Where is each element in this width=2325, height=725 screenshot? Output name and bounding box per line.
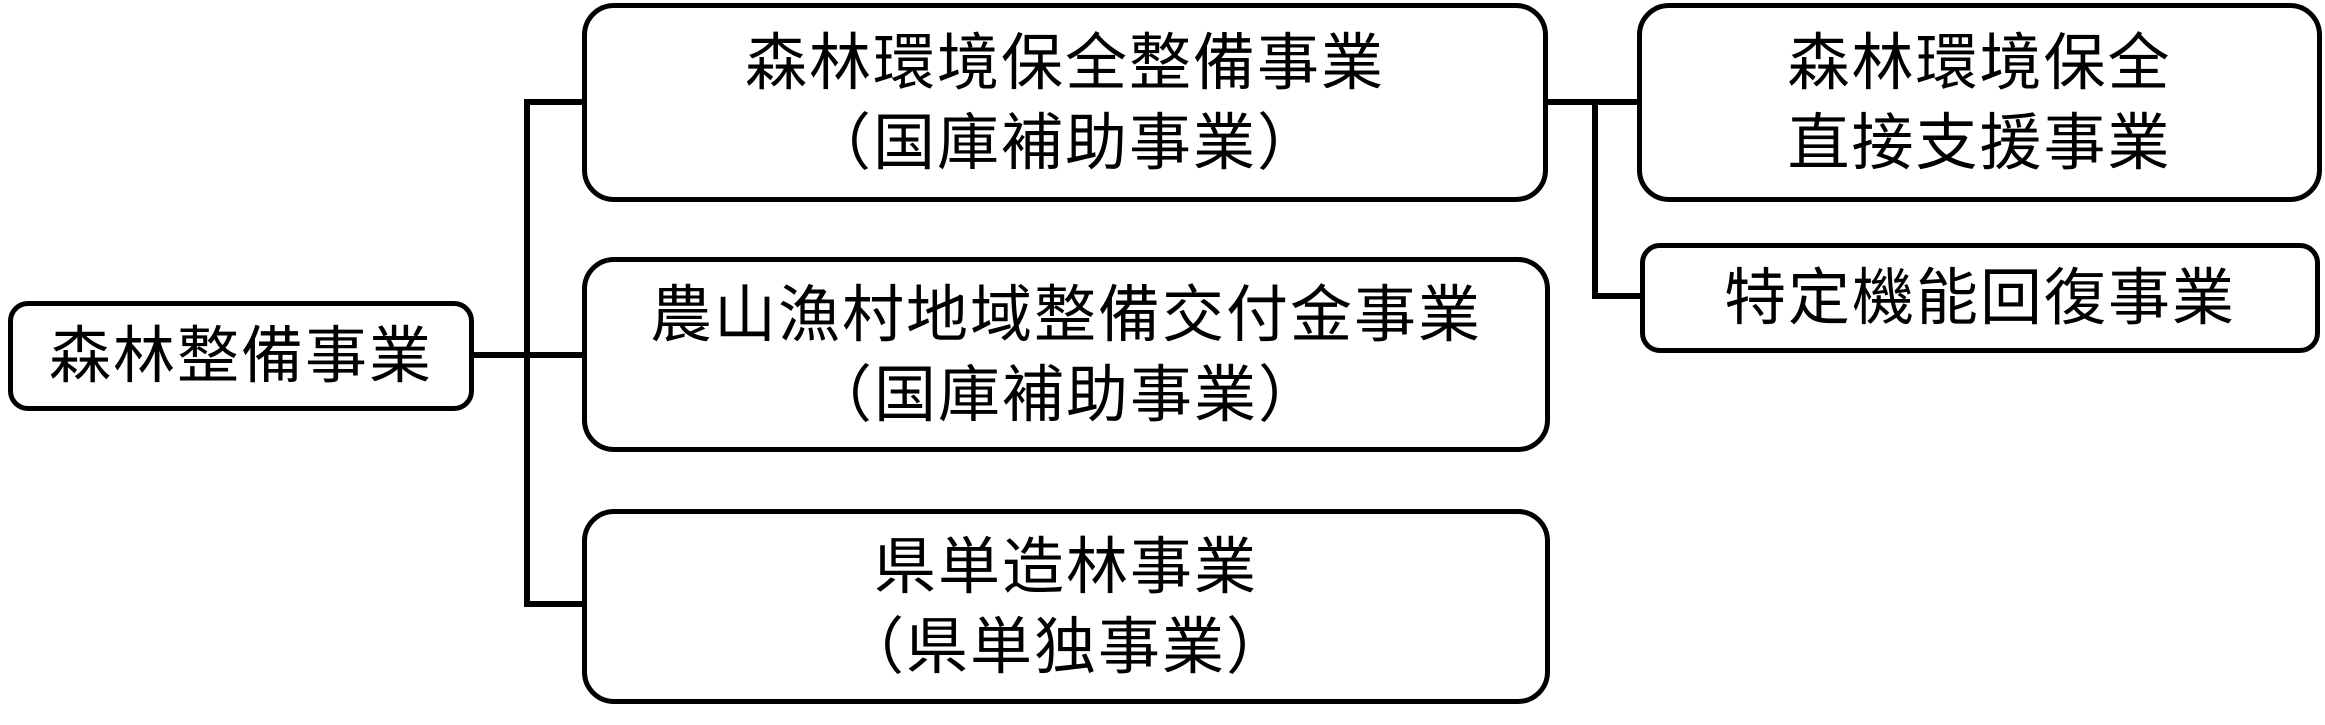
node-label: 県単造林事業 (873, 529, 1258, 603)
node-label: 特定機能回復事業 (1723, 261, 2236, 334)
node-specific-function-recovery-project: 特定機能回復事業 (1640, 243, 2320, 353)
connector-branch-prefectural (524, 601, 585, 607)
node-sublabel: （県単独事業） (841, 609, 1290, 683)
node-label: 森林環境保全 (1787, 25, 2172, 99)
node-sublabel: （国庫補助事業） (809, 357, 1322, 431)
connector-branch-forest-environment (524, 99, 585, 105)
node-label: 森林整備事業 (48, 319, 433, 392)
node-sublabel: （国庫補助事業） (808, 105, 1321, 179)
connector-branch-specific-function (1592, 293, 1643, 299)
node-forest-maintenance-project: 森林整備事業 (8, 301, 474, 411)
node-label: 農山漁村地域整備交付金事業 (649, 277, 1482, 351)
connector-branch-rural-grant (527, 352, 585, 358)
node-forest-environment-conservation-project: 森林環境保全整備事業 （国庫補助事業） (582, 3, 1548, 202)
node-label-line2: 直接支援事業 (1787, 105, 2172, 179)
node-rural-area-grant-project: 農山漁村地域整備交付金事業 （国庫補助事業） (582, 257, 1550, 452)
connector-root-to-trunk (474, 352, 527, 358)
node-prefectural-afforestation-project: 県単造林事業 （県単独事業） (582, 509, 1550, 704)
node-label: 森林環境保全整備事業 (744, 25, 1385, 99)
connector-subitems-vertical (1592, 99, 1598, 299)
node-direct-support-project: 森林環境保全 直接支援事業 (1637, 3, 2322, 202)
